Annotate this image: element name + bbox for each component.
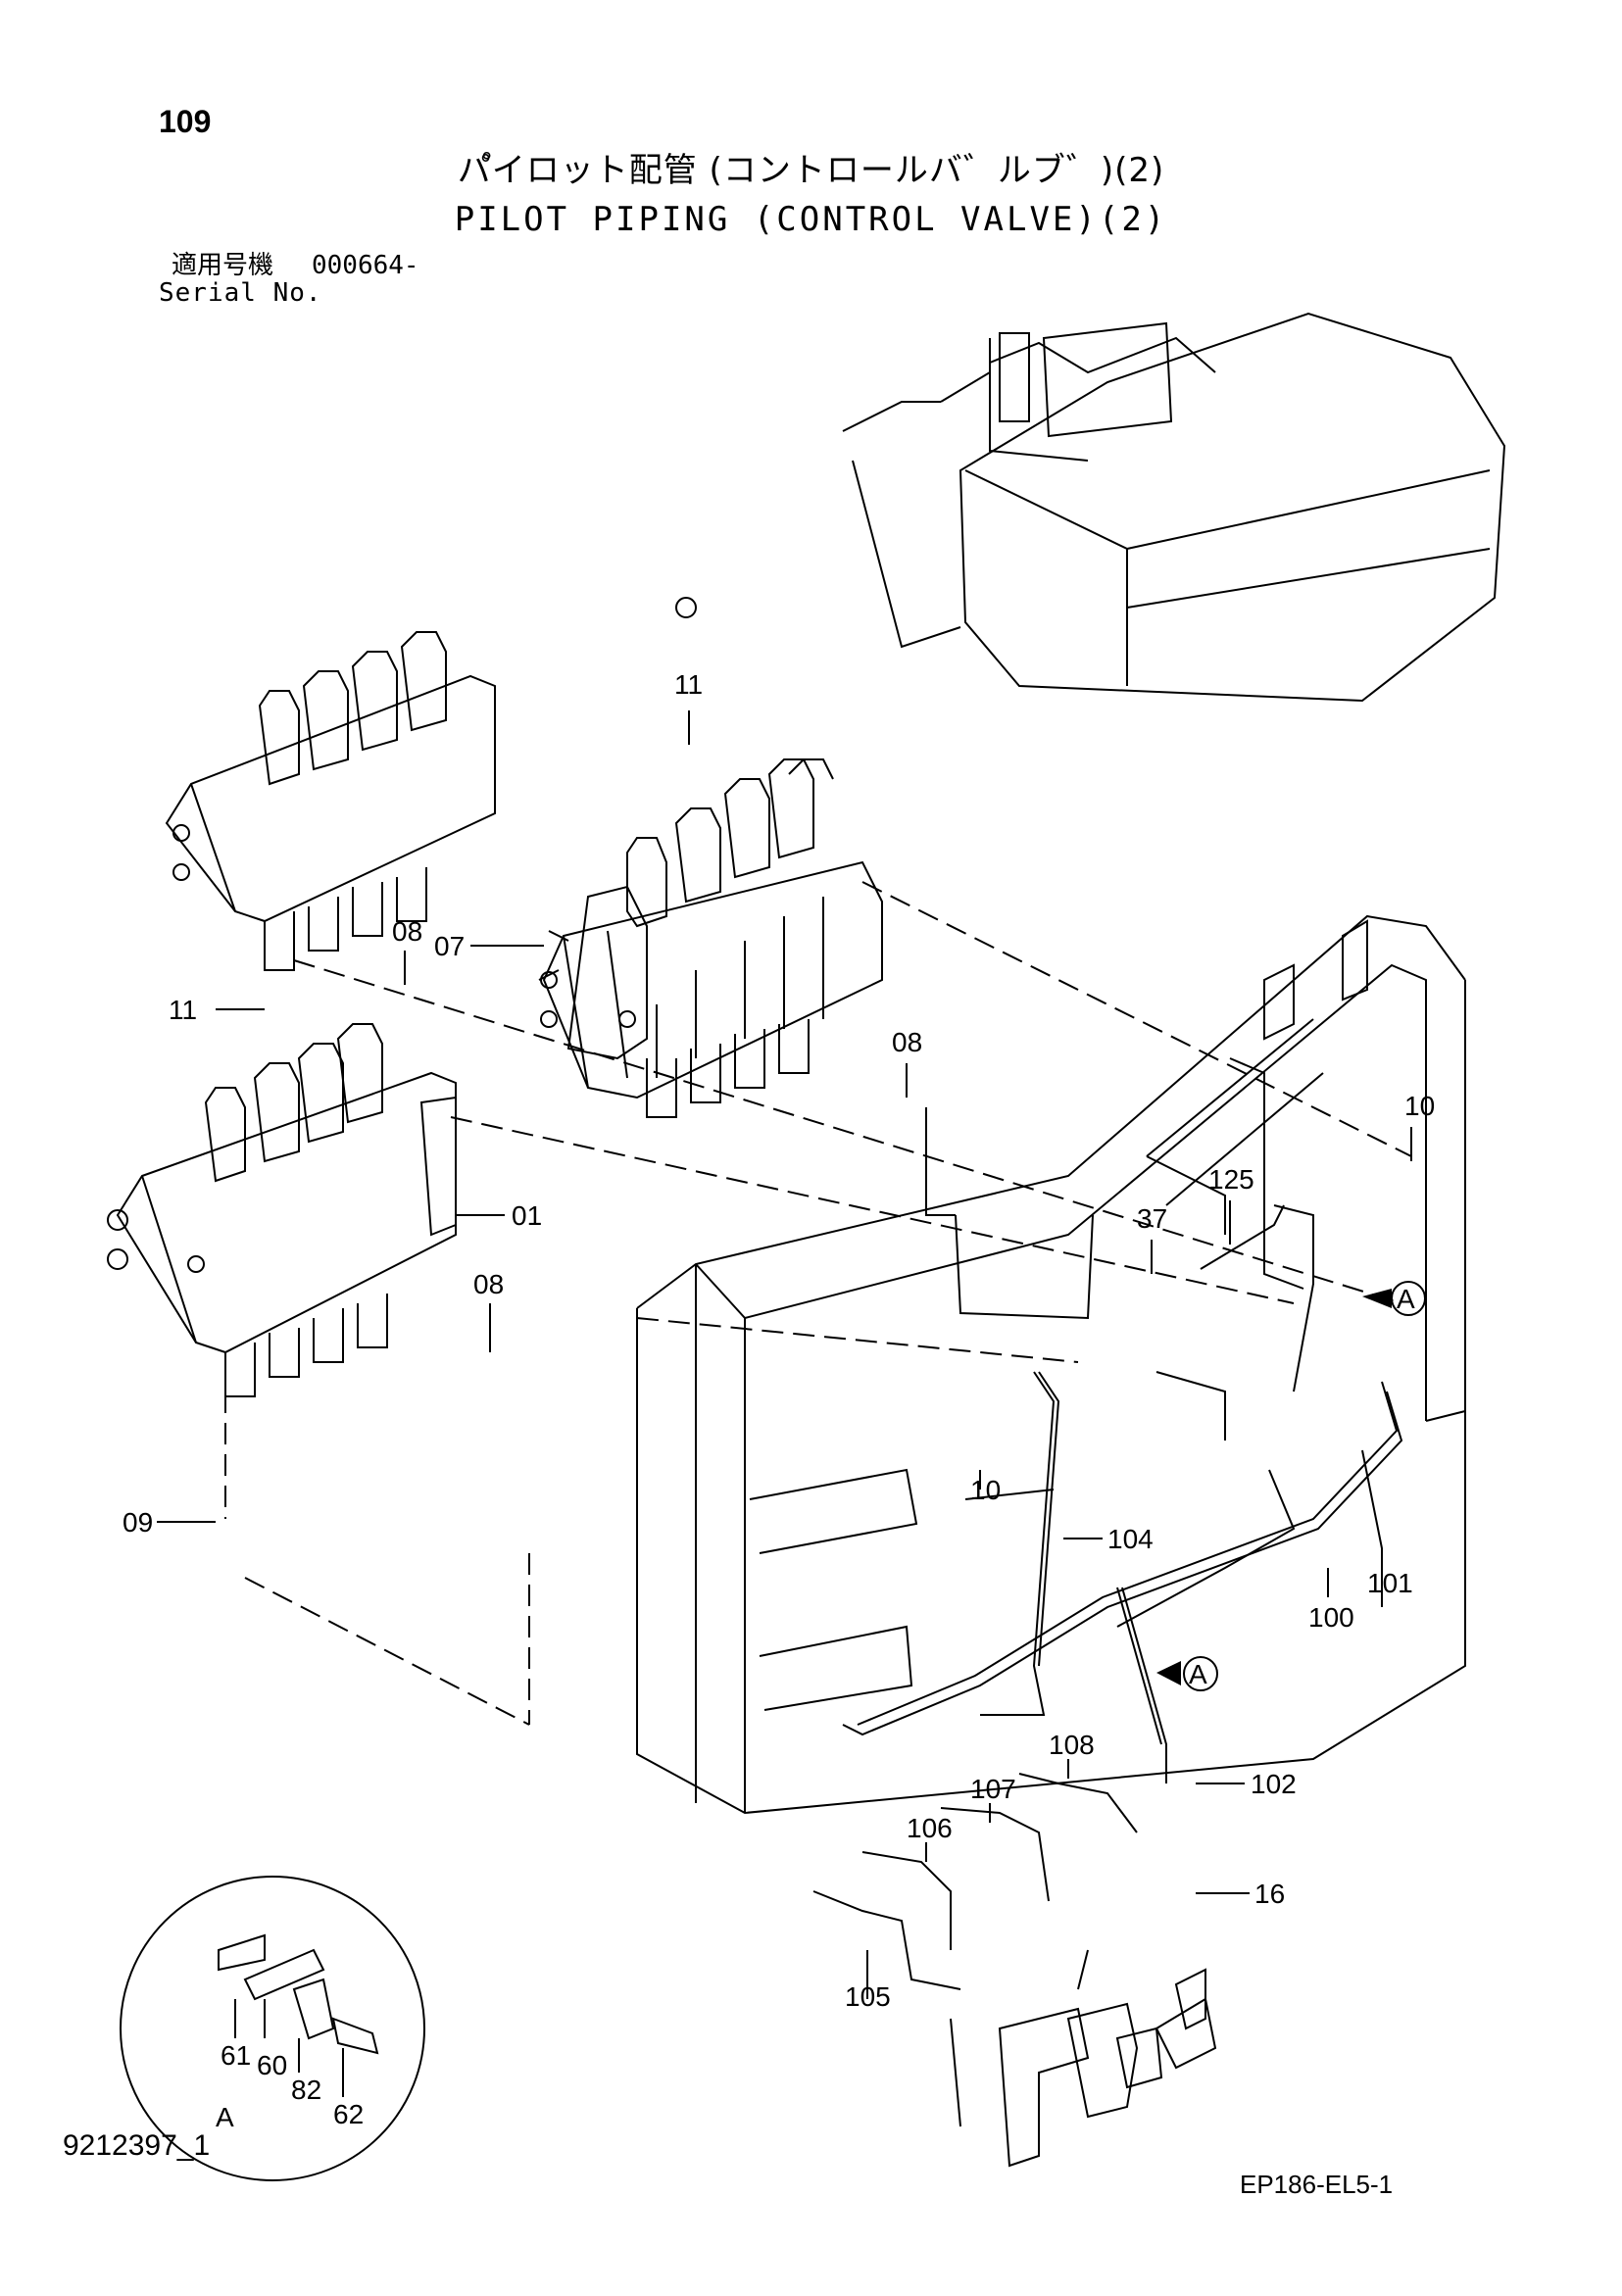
callout-60: 60 xyxy=(257,2050,287,2080)
serial-label-japanese: 適用号機 xyxy=(172,251,274,280)
view-arrows xyxy=(1156,1281,1426,1691)
callout-08-lower: 08 xyxy=(473,1269,504,1299)
callout-101: 101 xyxy=(1367,1568,1413,1598)
drawing-id: 9212397_1 xyxy=(63,2129,211,2162)
serial-value: 000664- xyxy=(312,251,419,280)
control-valve-07 xyxy=(538,597,883,1118)
control-valve-01 xyxy=(107,1023,457,1397)
page-number: 109 xyxy=(159,104,212,139)
callout-106: 106 xyxy=(907,1813,953,1843)
callout-01: 01 xyxy=(512,1200,542,1231)
callout-16: 16 xyxy=(1254,1879,1285,1909)
callout-08-upper: 08 xyxy=(392,916,422,947)
callout-08-right: 08 xyxy=(892,1027,922,1057)
alignment-lines xyxy=(224,881,1412,1726)
callout-100: 100 xyxy=(1308,1602,1354,1633)
leader-lines xyxy=(157,710,1412,2097)
control-valve-ghost xyxy=(165,631,496,971)
title-japanese: パ゚イロット配管 (コントロールバ゛ルブ゛)(2) xyxy=(457,151,1165,190)
callout-104: 104 xyxy=(1107,1524,1154,1554)
callout-07: 07 xyxy=(434,931,465,961)
callout-37: 37 xyxy=(1137,1203,1167,1234)
callout-09: 09 xyxy=(123,1507,153,1538)
callout-11-lower: 11 xyxy=(169,995,197,1025)
callout-10-right: 10 xyxy=(1404,1091,1435,1121)
detail-view-a xyxy=(120,1876,425,2181)
fitting-blocks xyxy=(950,1949,1217,2168)
callout-102: 102 xyxy=(1251,1769,1297,1799)
figure-id: EP186-EL5-1 xyxy=(1240,2170,1394,2199)
callout-a-detail: A xyxy=(216,2102,234,2132)
callout-a-upper: A xyxy=(1397,1284,1415,1314)
cab-structure xyxy=(842,312,1506,703)
callout-108: 108 xyxy=(1049,1730,1095,1760)
serial-label-english: Serial No. xyxy=(159,278,322,308)
title-english: PILOT PIPING (CONTROL VALVE)(2) xyxy=(454,200,1168,239)
callout-62: 62 xyxy=(333,2099,364,2129)
callout-a-lower: A xyxy=(1189,1659,1207,1689)
callout-107: 107 xyxy=(970,1774,1016,1804)
callout-10-lower: 10 xyxy=(970,1475,1001,1505)
callout-labels: 11 07 08 08 11 01 08 09 10 10 125 37 A A… xyxy=(123,669,1435,2132)
main-frame xyxy=(636,914,1466,1815)
callout-125: 125 xyxy=(1208,1164,1254,1195)
pilot-hoses xyxy=(812,1057,1403,1990)
callout-61: 61 xyxy=(221,2040,251,2071)
callout-82: 82 xyxy=(291,2075,321,2105)
callout-105: 105 xyxy=(845,1981,891,2012)
callout-11-upper: 11 xyxy=(674,669,703,700)
